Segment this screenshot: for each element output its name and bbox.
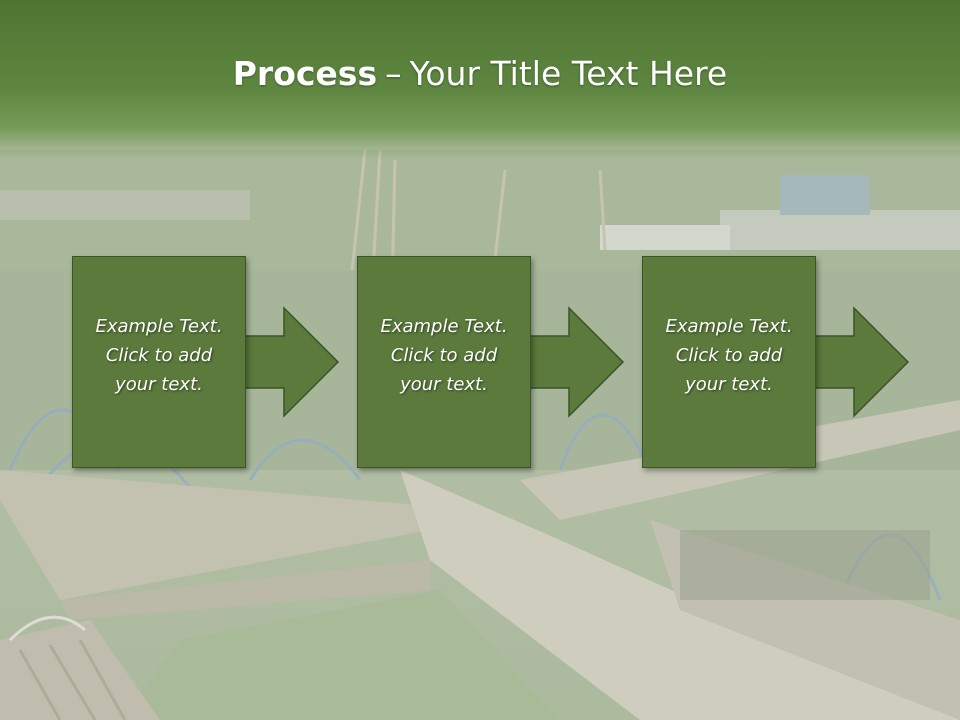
process-step-3[interactable]: Example Text. Click to add your text. <box>642 256 912 468</box>
title-bold-word: Process <box>232 54 378 93</box>
process-step-1[interactable]: Example Text. Click to add your text. <box>72 256 342 468</box>
step-box[interactable]: Example Text. Click to add your text. <box>357 256 531 468</box>
step-box[interactable]: Example Text. Click to add your text. <box>72 256 246 468</box>
slide-title[interactable]: Process–Your Title Text Here <box>0 52 960 96</box>
step-text[interactable]: Example Text. Click to add your text. <box>380 316 508 395</box>
step-text[interactable]: Example Text. Click to add your text. <box>95 316 223 395</box>
step-text[interactable]: Example Text. Click to add your text. <box>665 316 793 395</box>
process-step-2[interactable]: Example Text. Click to add your text. <box>357 256 627 468</box>
title-dash: – <box>385 54 402 93</box>
title-band <box>0 0 960 160</box>
title-text: Your Title Text Here <box>409 54 728 93</box>
step-box[interactable]: Example Text. Click to add your text. <box>642 256 816 468</box>
